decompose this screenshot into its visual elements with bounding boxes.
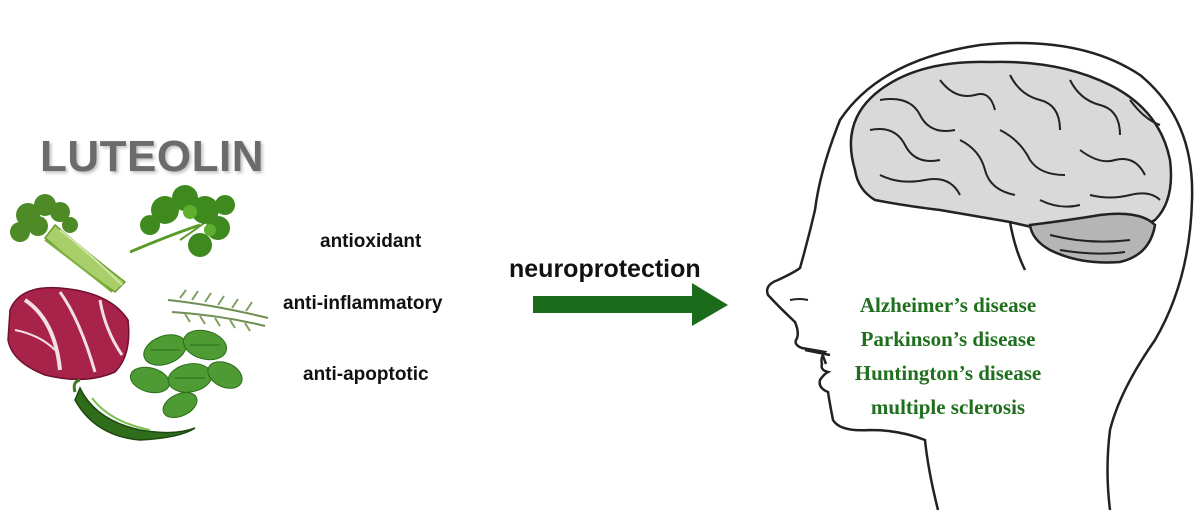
title-luteolin: LUTEOLIN [40,132,264,181]
green-pepper-icon [72,378,196,441]
mint-icon [129,329,243,419]
property-antioxidant: antioxidant [320,231,422,252]
head-outline [765,41,1194,511]
arrow-icon [533,283,728,326]
disease-list: Alzheimer’s disease Parkinson’s disease … [798,288,1098,424]
parsley-icon [129,185,235,257]
disease-multiple-sclerosis: multiple sclerosis [870,395,1026,419]
property-anti-apoptotic: anti-apoptotic [303,364,429,385]
radicchio-icon [7,286,130,381]
effect-label: neuroprotection [509,255,701,283]
rosemary-icon [167,289,269,332]
property-anti-inflammatory: anti-inflammatory [283,293,443,314]
disease-alzheimers: Alzheimer’s disease [859,293,1037,317]
disease-parkinsons: Parkinson’s disease [860,327,1036,351]
brain-icon [849,60,1173,271]
disease-huntingtons: Huntington’s disease [854,361,1042,385]
celery-icon [10,194,127,293]
